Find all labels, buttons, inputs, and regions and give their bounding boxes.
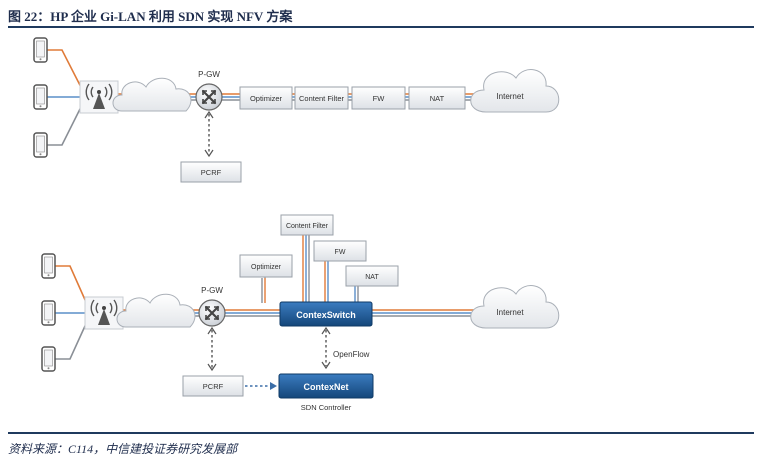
phone-icon <box>33 132 48 158</box>
bottom-nat-box: NAT <box>345 265 399 287</box>
cell-tower-icon <box>84 296 124 330</box>
bottom-fw-box: FW <box>313 240 367 262</box>
bottom-fw-label: FW <box>335 249 346 256</box>
bottom-pcrf-label: PCRF <box>203 382 224 391</box>
top-service-box-optimizer: Optimizer <box>239 86 293 110</box>
bottom-optimizer-box: Optimizer <box>239 254 293 278</box>
openflow-label: OpenFlow <box>333 350 370 359</box>
phone-icon <box>33 84 48 110</box>
top-service-label: FW <box>373 94 386 103</box>
top-service-box-fw: FW <box>351 86 406 110</box>
cloud-icon <box>112 77 192 112</box>
bottom-diagram: P-GW Content Filter FW Optimizer NAT Con… <box>41 214 560 412</box>
bottom-service-links <box>261 234 359 303</box>
cell-tower-icon <box>79 80 119 114</box>
top-service-box-content-filter: Content Filter <box>294 86 349 110</box>
top-pgw-pcrf-link <box>204 110 214 158</box>
figure-source: 资料来源：C114，中信建投证券研究发展部 <box>8 442 238 456</box>
figure-title: 图 22：HP 企业 Gi-LAN 利用 SDN 实现 NFV 方案 <box>8 9 293 24</box>
bottom-phone-links <box>55 265 91 360</box>
bottom-internet-label: Internet <box>496 308 524 317</box>
bottom-content-filter-label: Content Filter <box>286 223 329 230</box>
top-service-label: NAT <box>430 94 445 103</box>
top-service-label: Optimizer <box>250 94 283 103</box>
top-phone-links <box>47 49 86 146</box>
top-pcrf-box: PCRF <box>180 161 242 183</box>
openflow-link: OpenFlow <box>321 326 370 370</box>
pcrf-controller-link <box>245 382 277 390</box>
bottom-optimizer-label: Optimizer <box>251 264 282 271</box>
top-internet-cloud: Internet <box>470 69 560 113</box>
pgw-router-icon <box>197 298 227 328</box>
sdn-controller-caption: SDN Controller <box>301 403 352 412</box>
contexswitch-label: ContexSwitch <box>296 310 356 320</box>
bottom-nat-label: NAT <box>365 274 379 281</box>
bottom-pgw-label: P-GW <box>201 286 223 295</box>
top-diagram: P-GW Optimizer Content Filter FW NAT Int… <box>33 37 560 183</box>
top-rule <box>8 26 754 28</box>
bottom-content-filter-box: Content Filter <box>280 214 334 236</box>
top-pcrf-label: PCRF <box>201 168 222 177</box>
phone-icon <box>41 346 56 372</box>
bottom-pcrf-box: PCRF <box>182 375 244 397</box>
bottom-rule <box>8 432 754 434</box>
phone-icon <box>41 300 56 326</box>
top-pgw-label: P-GW <box>198 70 220 79</box>
cloud-icon <box>116 293 196 328</box>
bottom-pgw-pcrf-link <box>207 326 217 372</box>
phone-icon <box>41 253 56 279</box>
contexswitch-box: ContexSwitch <box>279 301 373 327</box>
pgw-router-icon <box>194 82 224 112</box>
top-service-box-nat: NAT <box>408 86 466 110</box>
bottom-internet-cloud: Internet <box>470 285 560 329</box>
top-internet-label: Internet <box>496 92 524 101</box>
contexnet-label: ContexNet <box>303 382 348 392</box>
phone-icon <box>33 37 48 63</box>
top-service-label: Content Filter <box>299 94 345 103</box>
contexnet-controller-box: ContexNet <box>278 373 374 399</box>
